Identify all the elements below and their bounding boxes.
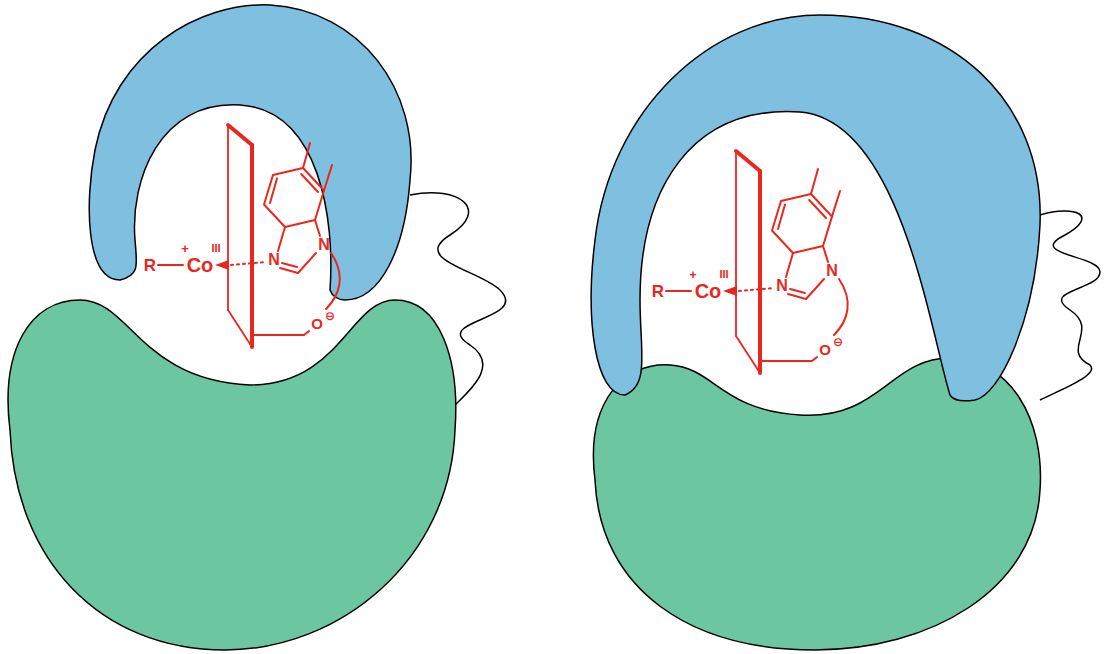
atom-label: N (826, 263, 838, 279)
upper-domain (591, 15, 1040, 401)
atom-label: N (776, 278, 788, 294)
charge-sign: + (181, 242, 189, 255)
charge-sign: + (689, 268, 697, 281)
atom-label: O (819, 342, 831, 357)
atom-label: Co (695, 281, 722, 301)
lower-domain (8, 300, 456, 650)
charge-sign: ⊖ (833, 336, 843, 348)
atom-label: N (318, 237, 330, 253)
oxidation-state: III (719, 269, 728, 280)
charge-sign: ⊖ (325, 310, 335, 322)
atom-label: R (652, 283, 664, 300)
atom-label: O (311, 316, 323, 331)
atom-label: N (268, 252, 280, 268)
lower-domain (593, 358, 1040, 650)
atom-label: Co (187, 255, 214, 275)
atom-label: R (144, 257, 156, 274)
linker-tether (1040, 211, 1100, 400)
cobalamin-symbol (158, 125, 340, 347)
oxidation-state: III (211, 243, 220, 254)
cobalamin-symbol (666, 151, 848, 373)
